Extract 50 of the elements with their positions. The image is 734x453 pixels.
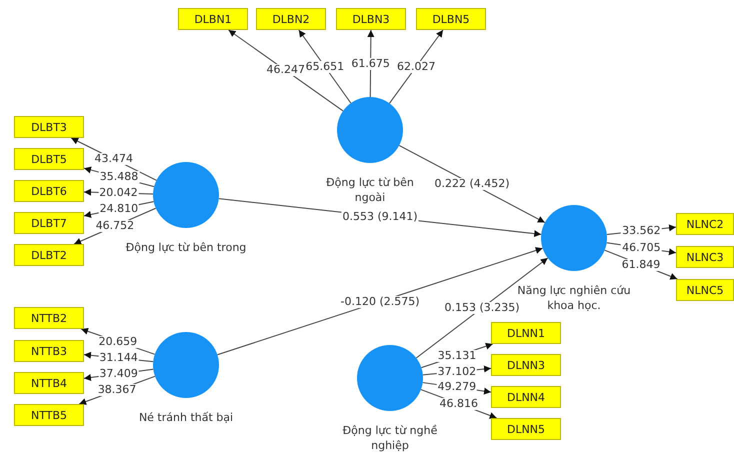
indicator-box: DLNN1 <box>491 322 561 344</box>
indicator-box: DLNN4 <box>491 386 561 408</box>
edge-label: 49.279 <box>436 381 478 394</box>
edge-label: 35.131 <box>436 350 478 362</box>
indicator-box: DLBN1 <box>178 8 248 30</box>
edge-label: 24.810 <box>98 202 140 215</box>
edge-label: 46.752 <box>94 220 136 232</box>
edge-label: 46.816 <box>438 398 480 410</box>
edge-label: 43.474 <box>94 153 134 166</box>
arrow <box>216 247 544 356</box>
edge-label: 37.102 <box>436 366 478 378</box>
edge-label: 20.659 <box>98 336 138 348</box>
edge-label: -0.120 (2.575) <box>339 296 421 308</box>
edge-label: 61.675 <box>350 58 391 70</box>
edge-label: 0.222 (4.452) <box>433 178 511 190</box>
indicator-box: NTTB3 <box>14 340 84 362</box>
indicator-box: DLBT3 <box>14 116 84 138</box>
edge-label: 38.367 <box>96 384 138 396</box>
indicator-box: NLNC5 <box>676 279 734 301</box>
indicator-box: DLBT6 <box>14 180 84 202</box>
arrow <box>416 257 548 359</box>
edge-label: 0.153 (3.235) <box>443 302 521 314</box>
edge-label: 31.144 <box>98 352 139 364</box>
edge-label: 61.849 <box>620 258 662 271</box>
indicator-box: DLBN2 <box>256 8 326 30</box>
indicator-box: NTTB2 <box>14 307 84 329</box>
construct-label: Né tránh thất bại <box>138 410 234 425</box>
construct-label: Động lực từ bên ngoài <box>325 175 415 205</box>
edge-label: 46.247 <box>266 64 306 76</box>
indicator-box: DLBT5 <box>14 148 84 170</box>
indicator-box: NTTB4 <box>14 372 84 394</box>
edge-label: 46.705 <box>621 242 662 254</box>
edge-label: 65.651 <box>304 60 346 73</box>
indicator-box: NLNC2 <box>676 213 734 235</box>
construct-label: Động lực từ bên trong <box>124 240 248 255</box>
indicator-box: DLBT2 <box>14 244 84 266</box>
edge-label: 35.488 <box>98 171 140 184</box>
indicator-box: DLNN5 <box>491 418 561 440</box>
indicator-box: DLBT7 <box>14 212 84 234</box>
indicator-box: NLNC3 <box>676 246 734 268</box>
edge-label: 0.553 (9.141) <box>341 210 419 222</box>
indicator-box: NTTB5 <box>14 404 84 426</box>
edge-label: 33.562 <box>621 224 662 237</box>
edge-label: 62.027 <box>396 60 436 73</box>
indicator-box: DLNN3 <box>491 354 561 376</box>
construct-label: Động lực từ nghề nghiệp <box>342 423 438 453</box>
indicator-box: DLBN5 <box>416 8 486 30</box>
edge-label: 37.409 <box>98 368 139 380</box>
indicator-box: DLBN3 <box>336 8 406 30</box>
edge-label: 20.042 <box>98 187 139 200</box>
